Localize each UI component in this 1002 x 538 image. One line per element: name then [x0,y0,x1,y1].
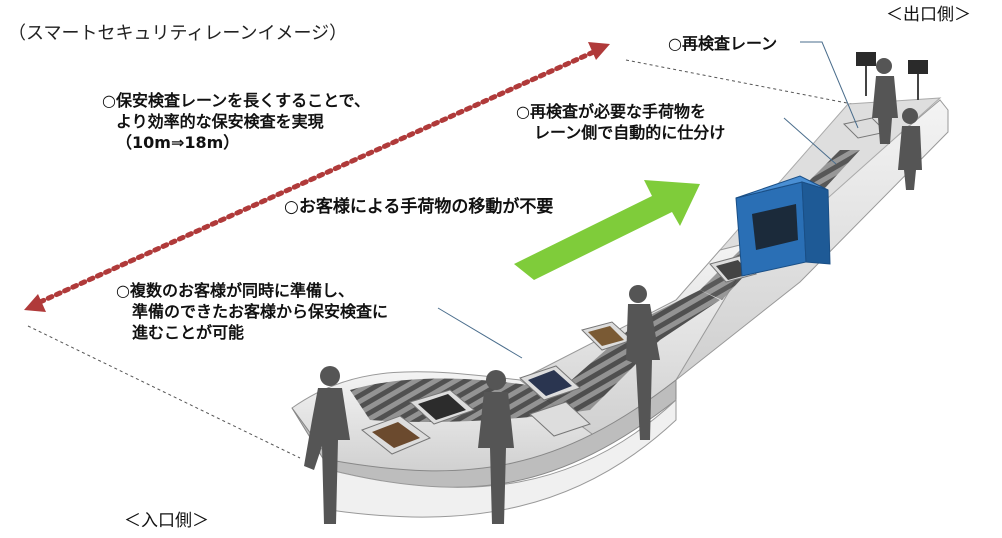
guide-line-top [625,59,853,105]
image-title: （スマートセキュリティレーンイメージ） [8,23,348,44]
leader-multi-prepare [437,307,523,359]
callout-longer-lane: ○保安検査レーンを長くすることで、 より効率的な保安検査を実現 （10m⇒18m… [102,91,370,153]
tray [529,401,591,437]
person [872,58,898,144]
callout-recheck-lane: ○再検査レーン [668,34,778,53]
callout-longer-lane-line2: より効率的な保安検査を実現 [116,111,324,131]
monitors [856,52,928,100]
scanner-opening [752,204,798,250]
bag [528,370,572,396]
leader-auto-sort [783,117,837,165]
bag [418,394,466,420]
xray-scanner [735,175,831,277]
bag [588,326,624,346]
trays [360,117,888,455]
length-arrow-head-top [588,42,610,60]
person [478,370,514,524]
callout-no-move: ○お客様による手荷物の移動が不要 [284,197,554,217]
leader-recheck-lane [800,41,859,129]
monitor [856,52,876,66]
conveyor-lane [291,97,949,518]
length-arrow [37,47,601,305]
callout-auto-sort-line2: レーン側で自動的に仕分け [534,122,726,142]
monitor [908,60,928,74]
lane-skirt [329,398,677,518]
callout-longer-lane-line1: ○保安検査レーンを長くすることで、 [102,91,371,110]
exit-side-label: ＜出口側＞ [886,5,971,25]
callout-longer-lane-line3: （10m⇒18m） [116,132,240,152]
person [626,285,660,440]
person [898,108,922,190]
callout-multi-prepare-line3: 進むことが可能 [132,322,245,342]
length-arrow-head-bottom [24,294,46,312]
passengers [304,58,922,524]
entry-side-label: ＜入口側＞ [124,511,209,531]
callout-auto-sort: ○再検査が必要な手荷物を レーン側で自動的に仕分け [516,102,725,144]
callout-multi-prepare-line2: 準備のできたお客様から保安検査に [132,301,389,321]
leader-lines [437,41,859,359]
callout-multi-prepare-line1: ○複数のお客様が同時に準備し、 [116,281,354,300]
bag [372,422,420,448]
scanner-side [801,181,831,265]
callout-multi-prepare: ○複数のお客様が同時に準備し、 準備のできたお客様から保安検査に 進むことが可能 [116,281,388,343]
roller-bed [350,290,720,422]
flow-arrow [514,180,700,280]
guide-line-bottom [27,325,301,459]
callout-auto-sort-line1: ○再検査が必要な手荷物を [516,102,706,121]
person [304,366,350,524]
